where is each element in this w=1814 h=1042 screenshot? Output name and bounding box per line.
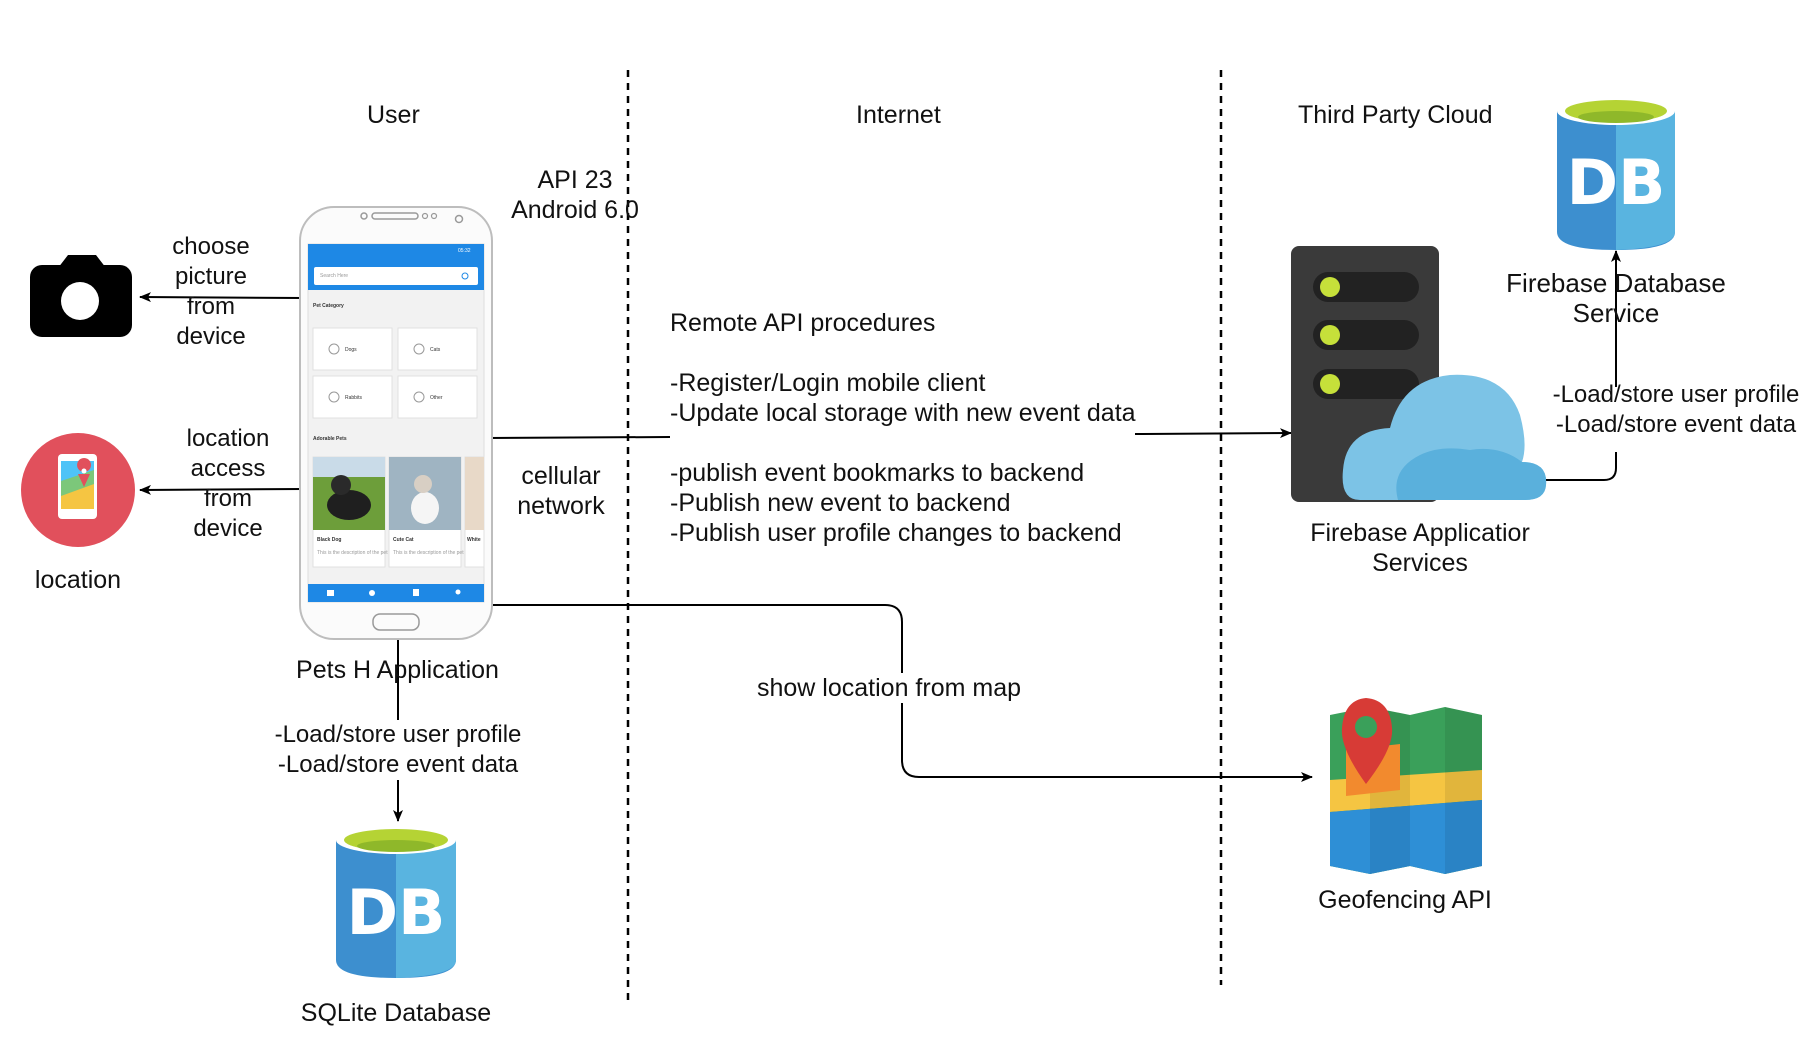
remote-api-item: -Publish user profile changes to backend xyxy=(670,519,1122,547)
firebase-db-op: -Load/store user profile xyxy=(1552,381,1800,408)
phone-pet-desc: This is the description of the pet xyxy=(393,550,464,556)
local-op: -Load/store event data xyxy=(277,751,519,778)
firebase-db-icon xyxy=(1557,97,1675,250)
map-link-label: show location from map xyxy=(757,673,1022,703)
remote-api-item: -Update local storage with new event dat… xyxy=(670,399,1136,427)
camera-label: choose picture from device xyxy=(150,232,272,352)
phone-section-adoptable: Adorable Pets xyxy=(313,436,347,442)
server-cloud-icon xyxy=(1291,246,1547,502)
line-services-to-db xyxy=(1546,452,1617,481)
phone-category-rabbits[interactable]: Rabbits xyxy=(345,395,362,401)
firebase-services-line: Firebase Applicatior xyxy=(1310,519,1530,547)
remote-api-item: -publish event bookmarks to backend xyxy=(670,459,1085,487)
network-line: network xyxy=(517,492,605,520)
cellular-network-label: cellular network xyxy=(500,461,622,521)
location-label-line: access xyxy=(190,455,266,482)
column-header-third-party: Third Party Cloud xyxy=(1298,101,1493,129)
phone-pet-name[interactable]: White xyxy=(467,537,481,543)
firebase-db-op: -Load/store event data xyxy=(1555,411,1797,438)
camera-label-line: from xyxy=(187,293,235,320)
phone-pet-name[interactable]: Cute Cat xyxy=(393,537,414,543)
location-caption: location xyxy=(34,566,122,594)
firebase-services-label: Firebase Applicatior Services xyxy=(1268,518,1572,578)
line-phone-to-api xyxy=(487,436,671,439)
arrow-to-camera xyxy=(139,292,305,303)
remote-api-item: -Register/Login mobile client xyxy=(670,369,986,397)
api-version-info: API 23 Android 6.0 xyxy=(500,165,650,225)
location-label-line: device xyxy=(193,515,263,542)
arrow-to-location xyxy=(139,484,305,495)
firebase-db-label-line: Firebase Database xyxy=(1506,268,1726,298)
phone-section-category: Pet Category xyxy=(313,303,344,309)
column-header-internet: Internet xyxy=(856,101,941,129)
phone-status-time: 05:32 xyxy=(458,248,471,254)
location-phone-icon xyxy=(21,433,135,547)
android-version: Android 6.0 xyxy=(511,196,639,224)
api-level: API 23 xyxy=(537,166,613,194)
sqlite-label: SQLite Database xyxy=(300,999,492,1027)
phone-category-cats[interactable]: Cats xyxy=(430,347,441,353)
location-access-label: location access from device xyxy=(165,424,291,544)
camera-label-line: device xyxy=(176,323,246,350)
phone-pet-name[interactable]: Black Dog xyxy=(317,537,342,543)
remote-api-title: Remote API procedures xyxy=(670,309,936,337)
column-header-user: User xyxy=(367,101,420,129)
camera-label-line: choose xyxy=(172,233,250,260)
firebase-db-text: DB xyxy=(1566,146,1666,219)
camera-label-line: picture xyxy=(174,263,248,290)
map-icon xyxy=(1330,698,1482,874)
phone-category-dogs[interactable]: Dogs xyxy=(345,347,357,353)
firebase-db-ops: -Load/store user profile -Load/store eve… xyxy=(1540,380,1812,440)
firebase-services-line: Services xyxy=(1372,549,1468,577)
arrow-api-to-firebase xyxy=(1134,428,1292,439)
phone-pet-desc: This is the description of the pet xyxy=(317,550,388,556)
phone-category-other[interactable]: Other xyxy=(430,395,443,401)
phone-search-placeholder[interactable]: Search Here xyxy=(320,273,349,279)
sqlite-db-icon xyxy=(336,826,456,978)
remote-api-item: -Publish new event to backend xyxy=(670,489,1011,517)
geofencing-label: Geofencing API xyxy=(1318,886,1492,914)
camera-icon xyxy=(30,255,132,337)
phone-mockup xyxy=(299,206,493,640)
network-line: cellular xyxy=(521,462,601,490)
firebase-db-label-line: Service xyxy=(1572,298,1660,328)
local-ops-label: -Load/store user profile -Load/store eve… xyxy=(262,720,534,780)
location-label-line: location xyxy=(186,425,270,452)
local-op: -Load/store user profile xyxy=(274,721,522,748)
location-label-line: from xyxy=(204,485,252,512)
app-name-label: Pets H Application xyxy=(296,656,499,684)
remote-api-block: Remote API procedures -Register/Login mo… xyxy=(670,308,1136,548)
firebase-db-label: Firebase Database Service xyxy=(1480,268,1752,328)
sqlite-db-text: DB xyxy=(346,876,446,949)
